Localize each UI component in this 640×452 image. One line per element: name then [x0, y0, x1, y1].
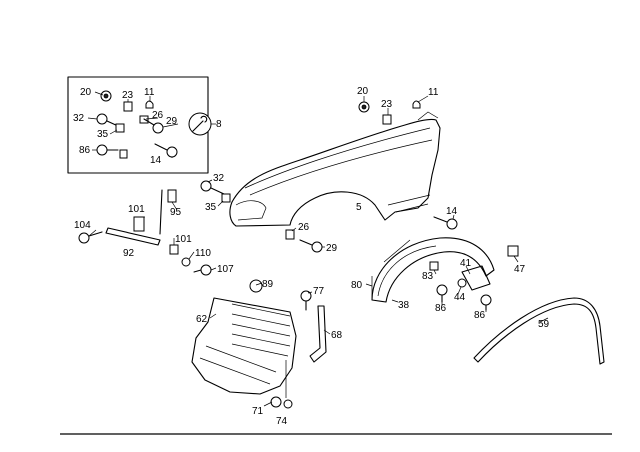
callout-labels: 20 23 11 32 26 29 35 8 86 14 20 23 11 32… [73, 86, 550, 427]
callout-11b: 11 [428, 87, 439, 98]
callout-110: 110 [195, 248, 211, 259]
hardware-kit-inset [67, 76, 212, 174]
leader-lines [87, 91, 549, 407]
callout-14a: 14 [150, 155, 162, 166]
callout-20a: 20 [80, 87, 92, 98]
support-bar [78, 189, 212, 276]
callout-71: 71 [252, 406, 264, 417]
callout-35b: 35 [205, 202, 217, 213]
wheel-arch-trim [473, 297, 605, 365]
callout-14b: 14 [446, 206, 458, 217]
callout-8: 8 [216, 119, 222, 130]
lower-panel [191, 279, 297, 409]
callout-35a: 35 [97, 129, 109, 140]
callout-44: 44 [454, 292, 466, 303]
callout-101a: 101 [128, 204, 145, 215]
callout-41: 41 [460, 258, 472, 269]
callout-26b: 26 [298, 222, 310, 233]
callout-62: 62 [196, 314, 208, 325]
callout-32b: 32 [213, 173, 225, 184]
callout-77: 77 [313, 286, 325, 297]
callout-104: 104 [74, 220, 91, 231]
callout-29a: 29 [166, 116, 178, 127]
callout-86c: 86 [474, 310, 486, 321]
callout-11a: 11 [144, 87, 155, 98]
callout-86b: 86 [435, 303, 447, 314]
callout-89: 89 [262, 279, 274, 290]
callout-86a: 86 [79, 145, 91, 156]
fender-part [229, 111, 441, 227]
bracket-68 [300, 290, 327, 363]
callout-68: 68 [331, 330, 343, 341]
callout-101b: 101 [175, 234, 192, 245]
callout-5: 5 [356, 202, 362, 213]
callout-80: 80 [351, 280, 363, 291]
callout-74: 74 [276, 416, 288, 427]
callout-59: 59 [538, 319, 550, 330]
wheel-liner [371, 237, 519, 311]
callout-26a: 26 [152, 110, 164, 121]
callout-107: 107 [217, 264, 234, 275]
callout-83: 83 [422, 271, 434, 282]
callout-29b: 29 [326, 243, 338, 254]
fender-hardware [200, 100, 458, 253]
callout-32a: 32 [73, 113, 85, 124]
callout-92: 92 [123, 248, 135, 259]
callout-23a: 23 [122, 90, 134, 101]
callout-47: 47 [514, 264, 526, 275]
callout-20b: 20 [357, 86, 369, 97]
callout-23b: 23 [381, 99, 393, 110]
callout-38: 38 [398, 300, 410, 311]
callout-95: 95 [170, 207, 182, 218]
